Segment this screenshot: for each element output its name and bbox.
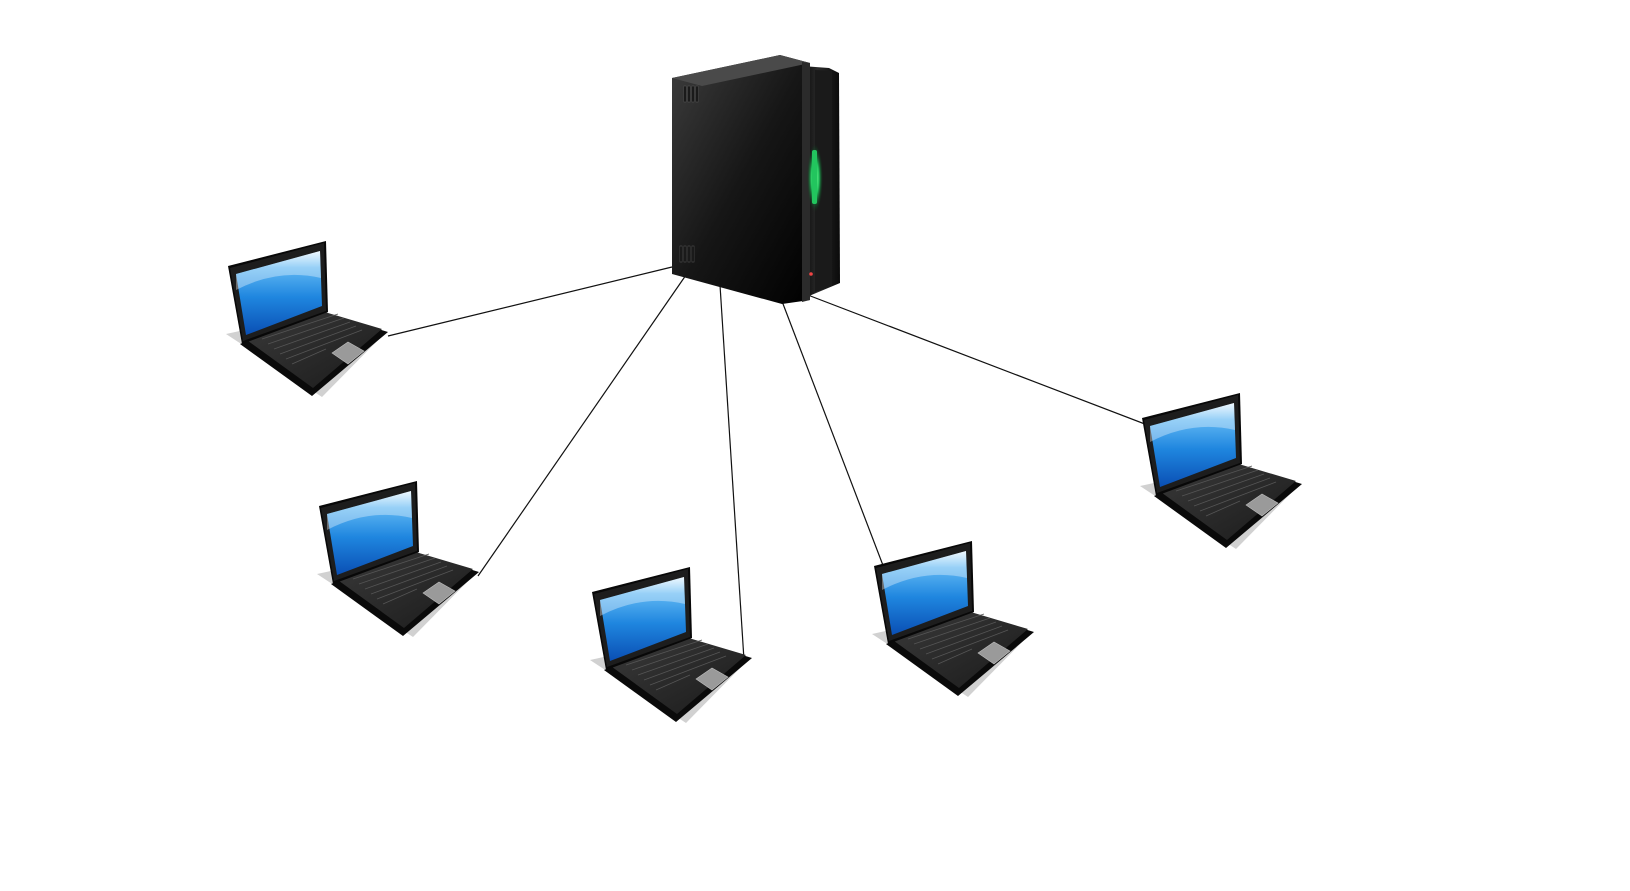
laptop-icon: [225, 240, 389, 398]
connections: [387, 266, 1151, 661]
connection-line-2: [477, 274, 687, 577]
laptop-icon: [316, 480, 480, 638]
connection-line-3: [719, 284, 745, 661]
laptop-icon: [1139, 392, 1303, 550]
connection-line-4: [779, 295, 885, 569]
laptop-icon: [871, 540, 1035, 698]
server-tower-icon: [672, 55, 840, 304]
connection-line-5: [799, 291, 1151, 427]
laptop-icon: [589, 566, 753, 724]
connection-line-1: [387, 266, 673, 337]
